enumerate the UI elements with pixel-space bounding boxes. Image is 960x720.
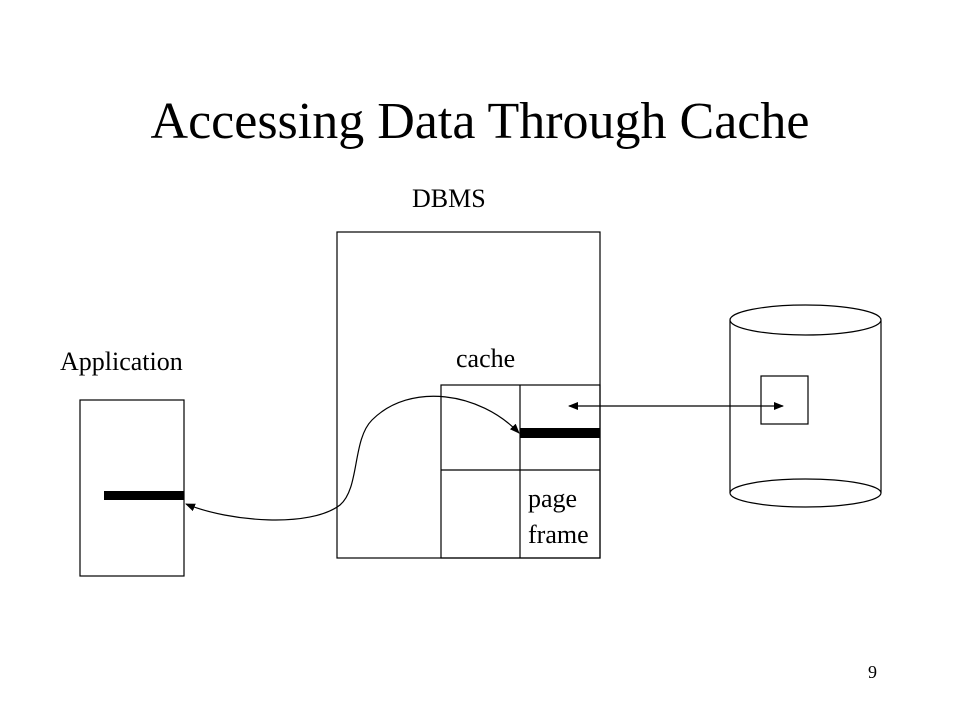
application-data-bar xyxy=(104,491,184,500)
page-frame-label-line2: frame xyxy=(528,520,589,549)
application-box xyxy=(79,399,185,577)
page-number: 9 xyxy=(868,662,877,682)
cache-application-double-arrow xyxy=(185,395,520,521)
disk-bottom-ellipse-back xyxy=(729,478,882,494)
application-label: Application xyxy=(60,347,183,376)
cache-page-data-bar xyxy=(520,428,600,438)
disk-bottom-rim xyxy=(729,492,882,508)
disk-page-block xyxy=(760,375,809,425)
page-frame-label-line1: page xyxy=(528,484,578,513)
slide-title: Accessing Data Through Cache xyxy=(150,93,810,150)
dbms-label: DBMS xyxy=(412,184,486,213)
cache-label: cache xyxy=(456,344,516,373)
disk-top-ellipse xyxy=(729,304,882,336)
